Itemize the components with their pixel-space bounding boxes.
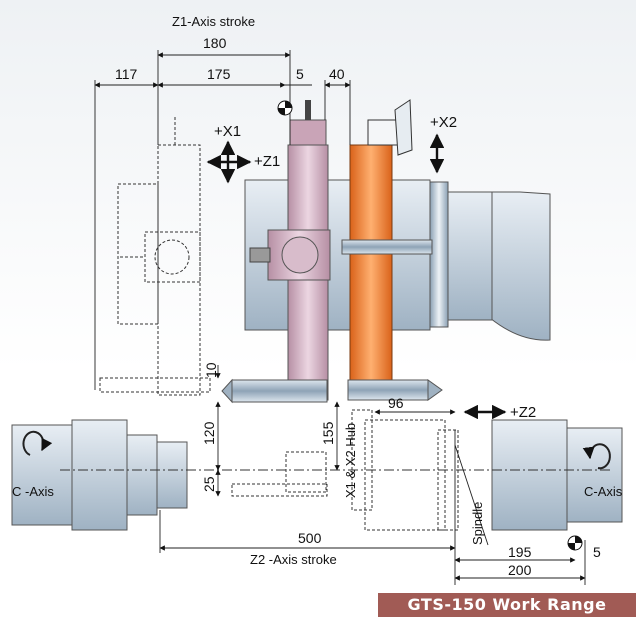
machine-body [244, 179, 551, 341]
dim-40: 40 [329, 66, 345, 82]
dimension-lines [94, 50, 586, 585]
z2-stroke-label: Z2 -Axis stroke [250, 552, 337, 567]
dim-5-top: 5 [296, 66, 304, 82]
label-plus-x1: +X1 [214, 123, 241, 140]
reference-marker-top [277, 100, 293, 116]
right-spindle [491, 419, 623, 531]
dim-25: 25 [201, 476, 217, 492]
label-plus-z1: +Z1 [254, 153, 280, 170]
x1-turret [221, 100, 331, 404]
z1-stroke-label: Z1-Axis stroke [172, 14, 255, 29]
motion-arrows [206, 133, 507, 420]
dim-120: 120 [201, 421, 217, 445]
label-plus-z2: +Z2 [510, 404, 536, 421]
dim-z1-stroke: 180 [203, 35, 227, 51]
dim-96: 96 [388, 395, 404, 411]
ghost-turret [99, 117, 459, 531]
x2-turret [341, 99, 443, 401]
footer-title: GTS-150 Work Range [378, 593, 636, 617]
hub-label: X1 & X2 Hub [343, 423, 358, 498]
spindle-label: Spindle [470, 502, 485, 545]
dim-5-bottom: 5 [593, 544, 601, 560]
dim-155: 155 [320, 421, 336, 445]
dim-10: 10 [203, 362, 219, 378]
label-plus-x2: +X2 [430, 114, 457, 131]
dim-500: 500 [298, 530, 322, 546]
c-axis-right-label: C-Axis [584, 484, 623, 499]
dim-117: 117 [115, 66, 138, 82]
reference-marker-bottom [567, 535, 583, 551]
dim-195: 195 [508, 544, 532, 560]
c-axis-left-label: C -Axis [12, 484, 54, 499]
dim-200: 200 [508, 562, 532, 578]
left-spindle [11, 419, 188, 531]
dim-175: 175 [207, 66, 231, 82]
